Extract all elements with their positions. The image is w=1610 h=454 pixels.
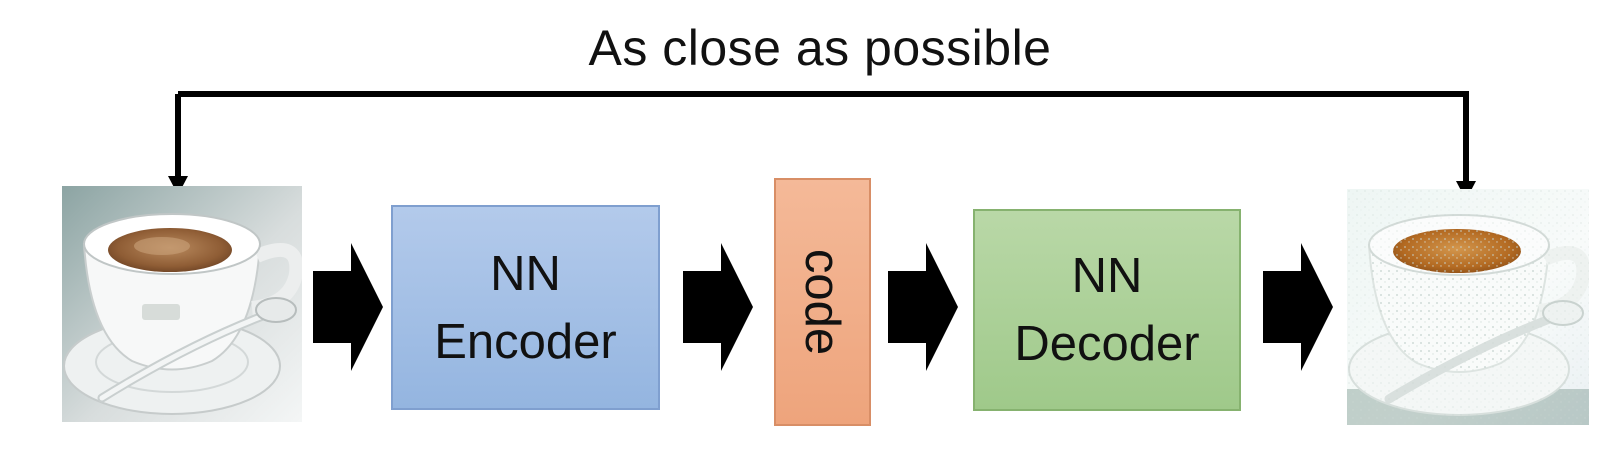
nn-encoder-box: NN Encoder [391,205,660,410]
input-arrowhead [168,176,188,195]
reconstructed-coffee-cup-image [1347,189,1589,425]
top-label: As close as possible [588,20,1052,76]
code-box: code [774,178,871,426]
encoder-label-line1: NN [490,246,561,301]
nn-decoder-box: NN Decoder [973,209,1241,411]
decoder-label-line1: NN [1071,249,1143,303]
encoder-label-line2: Encoder [434,314,617,369]
comparison-line [178,91,1469,188]
arrow-icon [1263,243,1333,371]
code-label: code [795,248,850,356]
arrow-icon [683,243,753,371]
arrow-icon [313,243,383,371]
input-coffee-cup-image [62,186,302,422]
arrow-icon [888,243,958,371]
decoder-label-line2: Decoder [1014,317,1200,371]
